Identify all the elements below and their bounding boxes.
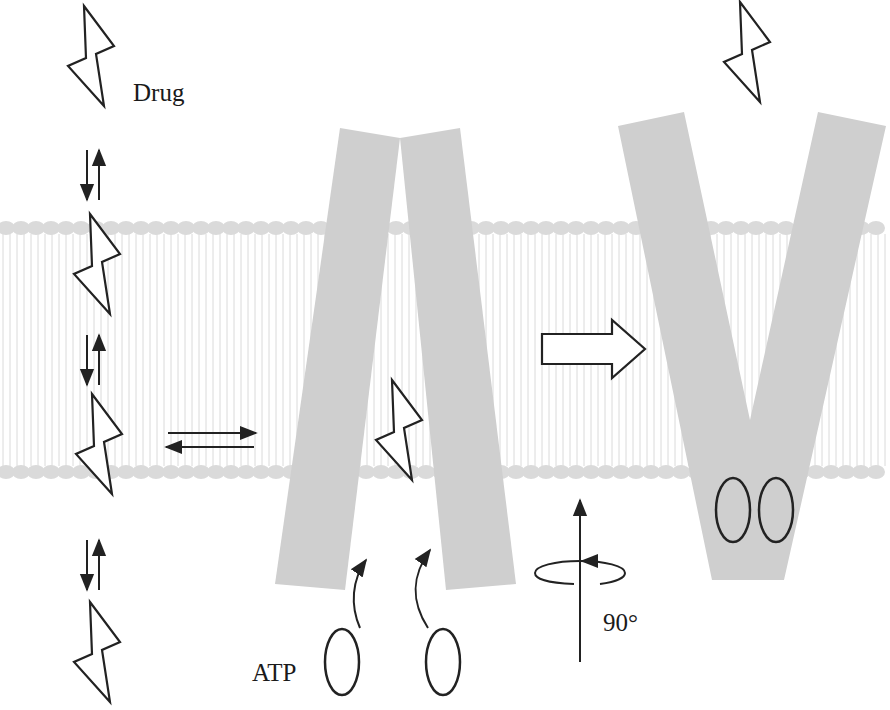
drug-molecule bbox=[74, 602, 120, 702]
rotation-axis bbox=[579, 500, 581, 662]
equilibrium-arrow bbox=[168, 432, 256, 434]
transporter-right-half bbox=[400, 128, 516, 590]
atp-binding-arrow bbox=[415, 550, 430, 628]
equilibrium-arrow bbox=[86, 150, 88, 200]
equilibrium-arrow bbox=[98, 150, 100, 200]
equilibrium-arrow bbox=[86, 540, 88, 590]
atp-molecule bbox=[325, 629, 359, 695]
equilibrium-arrow bbox=[166, 446, 254, 448]
rotation-angle: 90° bbox=[603, 610, 638, 635]
equilibrium-arrow bbox=[98, 540, 100, 590]
atp-molecule bbox=[426, 629, 460, 695]
atp-label: ATP bbox=[252, 660, 296, 685]
transporter-outward bbox=[618, 112, 886, 580]
drug-molecule bbox=[76, 394, 122, 494]
drug-molecule bbox=[74, 214, 120, 314]
drug-molecule bbox=[376, 380, 422, 480]
rotation-arrow bbox=[582, 560, 596, 562]
rotation-arrow bbox=[535, 561, 625, 584]
bound-atp bbox=[716, 478, 750, 542]
transporter-left-half bbox=[275, 128, 400, 590]
bound-atp bbox=[759, 478, 793, 542]
drug-molecule bbox=[68, 6, 114, 106]
drug-label: Drug bbox=[133, 80, 184, 105]
transition-arrow bbox=[542, 320, 645, 378]
drug-molecule bbox=[724, 2, 770, 102]
atp-binding-arrow bbox=[354, 560, 366, 628]
equilibrium-arrow bbox=[98, 335, 100, 385]
equilibrium-arrow bbox=[86, 335, 88, 385]
